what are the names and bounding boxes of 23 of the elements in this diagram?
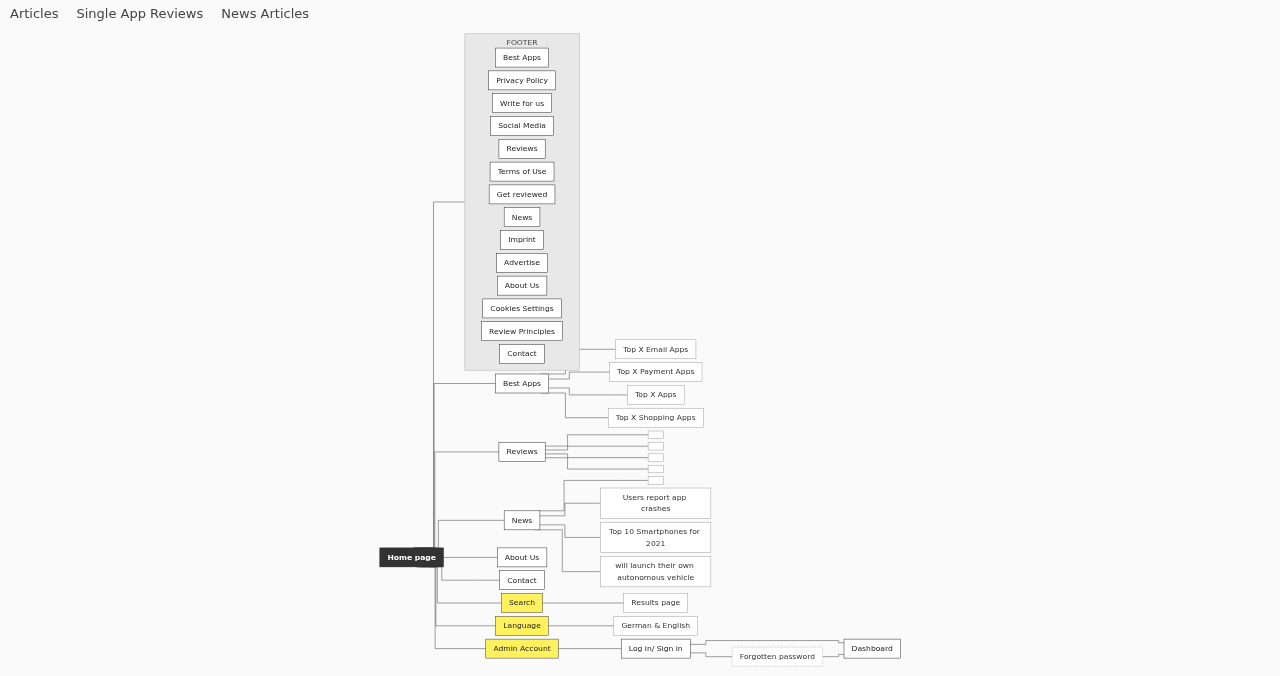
connector (689, 652, 733, 657)
connector (544, 434, 649, 447)
connector (689, 640, 845, 645)
connector (548, 371, 610, 380)
connector (544, 457, 649, 470)
connector (544, 453, 649, 458)
connector (557, 648, 622, 649)
node-box (647, 465, 664, 474)
connector (548, 387, 628, 396)
node-box (647, 476, 664, 485)
connector (542, 602, 624, 604)
node-box (647, 442, 664, 451)
group-heading: Articles (10, 6, 59, 21)
connector (544, 445, 649, 451)
connector (539, 524, 601, 538)
node-box (647, 453, 664, 462)
node-box (647, 430, 664, 439)
group-heading: Single App Reviews (76, 6, 204, 21)
connector (822, 654, 845, 657)
connector (539, 502, 601, 517)
connector (443, 557, 498, 558)
group-heading: News Articles (221, 6, 310, 21)
connector (548, 625, 614, 627)
